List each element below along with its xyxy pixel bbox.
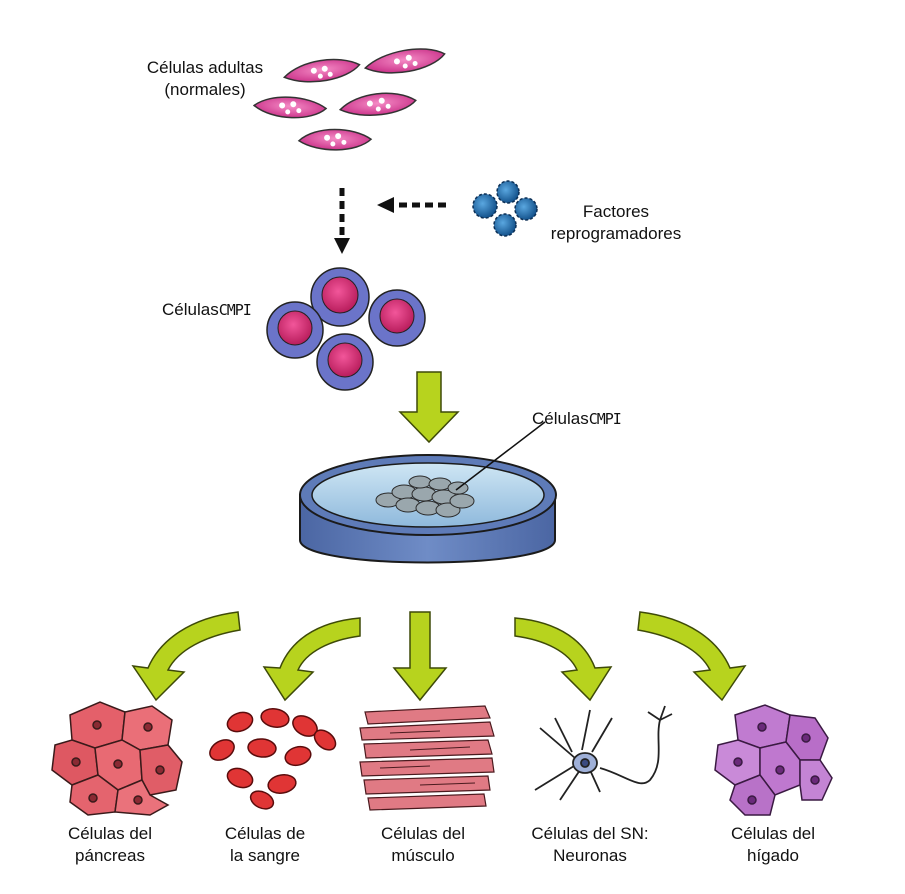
arrow-to-pancreas (131, 611, 241, 702)
output-label-line2: hígado (747, 846, 799, 865)
factors-label: Factores reprogramadores (536, 201, 696, 245)
output-label-line2: la sangre (230, 846, 300, 865)
arrow-to-liver (637, 611, 747, 702)
dashed-arrow-left (377, 197, 446, 213)
output-label-line1: Células del (380, 824, 466, 843)
dish-pointer-line (455, 421, 546, 491)
ipsc-cluster (266, 267, 426, 391)
output-label-neurons: Células del SN: Neuronas (515, 823, 665, 867)
pancreas-cells (51, 701, 183, 816)
dish-label: CélulasCMPI (532, 408, 622, 430)
arrow-to-neurons (514, 617, 613, 702)
arrow-to-muscle (392, 611, 448, 702)
reprogramming-factors (472, 180, 538, 237)
factors-label-line1: Factores (582, 202, 650, 221)
adult-cells-label: Células adultas (normales) (130, 57, 280, 101)
adult-cell (252, 96, 328, 119)
output-label-line1: Células del (730, 824, 816, 843)
factor-particle (496, 180, 520, 204)
ipsc-cell (266, 301, 324, 359)
factor-particle (493, 213, 517, 237)
dish-label-abbr: CMPI (588, 410, 622, 428)
output-label-line2: Neuronas (553, 846, 627, 865)
adult-cells (252, 48, 446, 151)
petri-dish (299, 421, 557, 564)
adult-cell (297, 128, 373, 151)
factor-particle (472, 193, 498, 219)
adult-cell (363, 48, 446, 74)
factors-label-line2: reprogramadores (550, 224, 682, 243)
ipsc-label: CélulasCMPI (162, 299, 252, 321)
output-label-liver: Células del hígado (708, 823, 838, 867)
output-label-line2: músculo (391, 846, 455, 865)
factor-particle (514, 197, 538, 221)
dish-label-word: Células (532, 409, 589, 428)
adult-cells-label-line2: (normales) (164, 80, 246, 99)
ipsc-label-abbr: CMPI (218, 301, 252, 319)
adult-cells-label-line1: Células adultas (146, 58, 264, 77)
adult-cell (338, 92, 417, 116)
colony (375, 475, 475, 518)
blood-cells (209, 708, 337, 810)
ipsc-cell (368, 289, 426, 347)
neuron (534, 705, 673, 801)
arrow-to-blood (262, 617, 361, 702)
adult-cell (283, 58, 361, 83)
output-label-blood: Células de la sangre (200, 823, 330, 867)
dashed-arrow-down (334, 188, 350, 254)
output-label-line1: Células del (67, 824, 153, 843)
output-label-line1: Células de (224, 824, 306, 843)
green-arrows-out (131, 611, 747, 702)
liver-cells (714, 704, 833, 816)
green-arrow-down (398, 371, 460, 444)
output-label-muscle: Células del músculo (358, 823, 488, 867)
ipsc-cell (310, 267, 370, 327)
muscle-cells (359, 705, 495, 811)
output-label-line2: páncreas (75, 846, 145, 865)
output-label-line1: Células del SN: (531, 824, 649, 843)
output-label-pancreas: Células del páncreas (45, 823, 175, 867)
ipsc-cell (316, 333, 374, 391)
ipsc-label-word: Células (162, 300, 219, 319)
